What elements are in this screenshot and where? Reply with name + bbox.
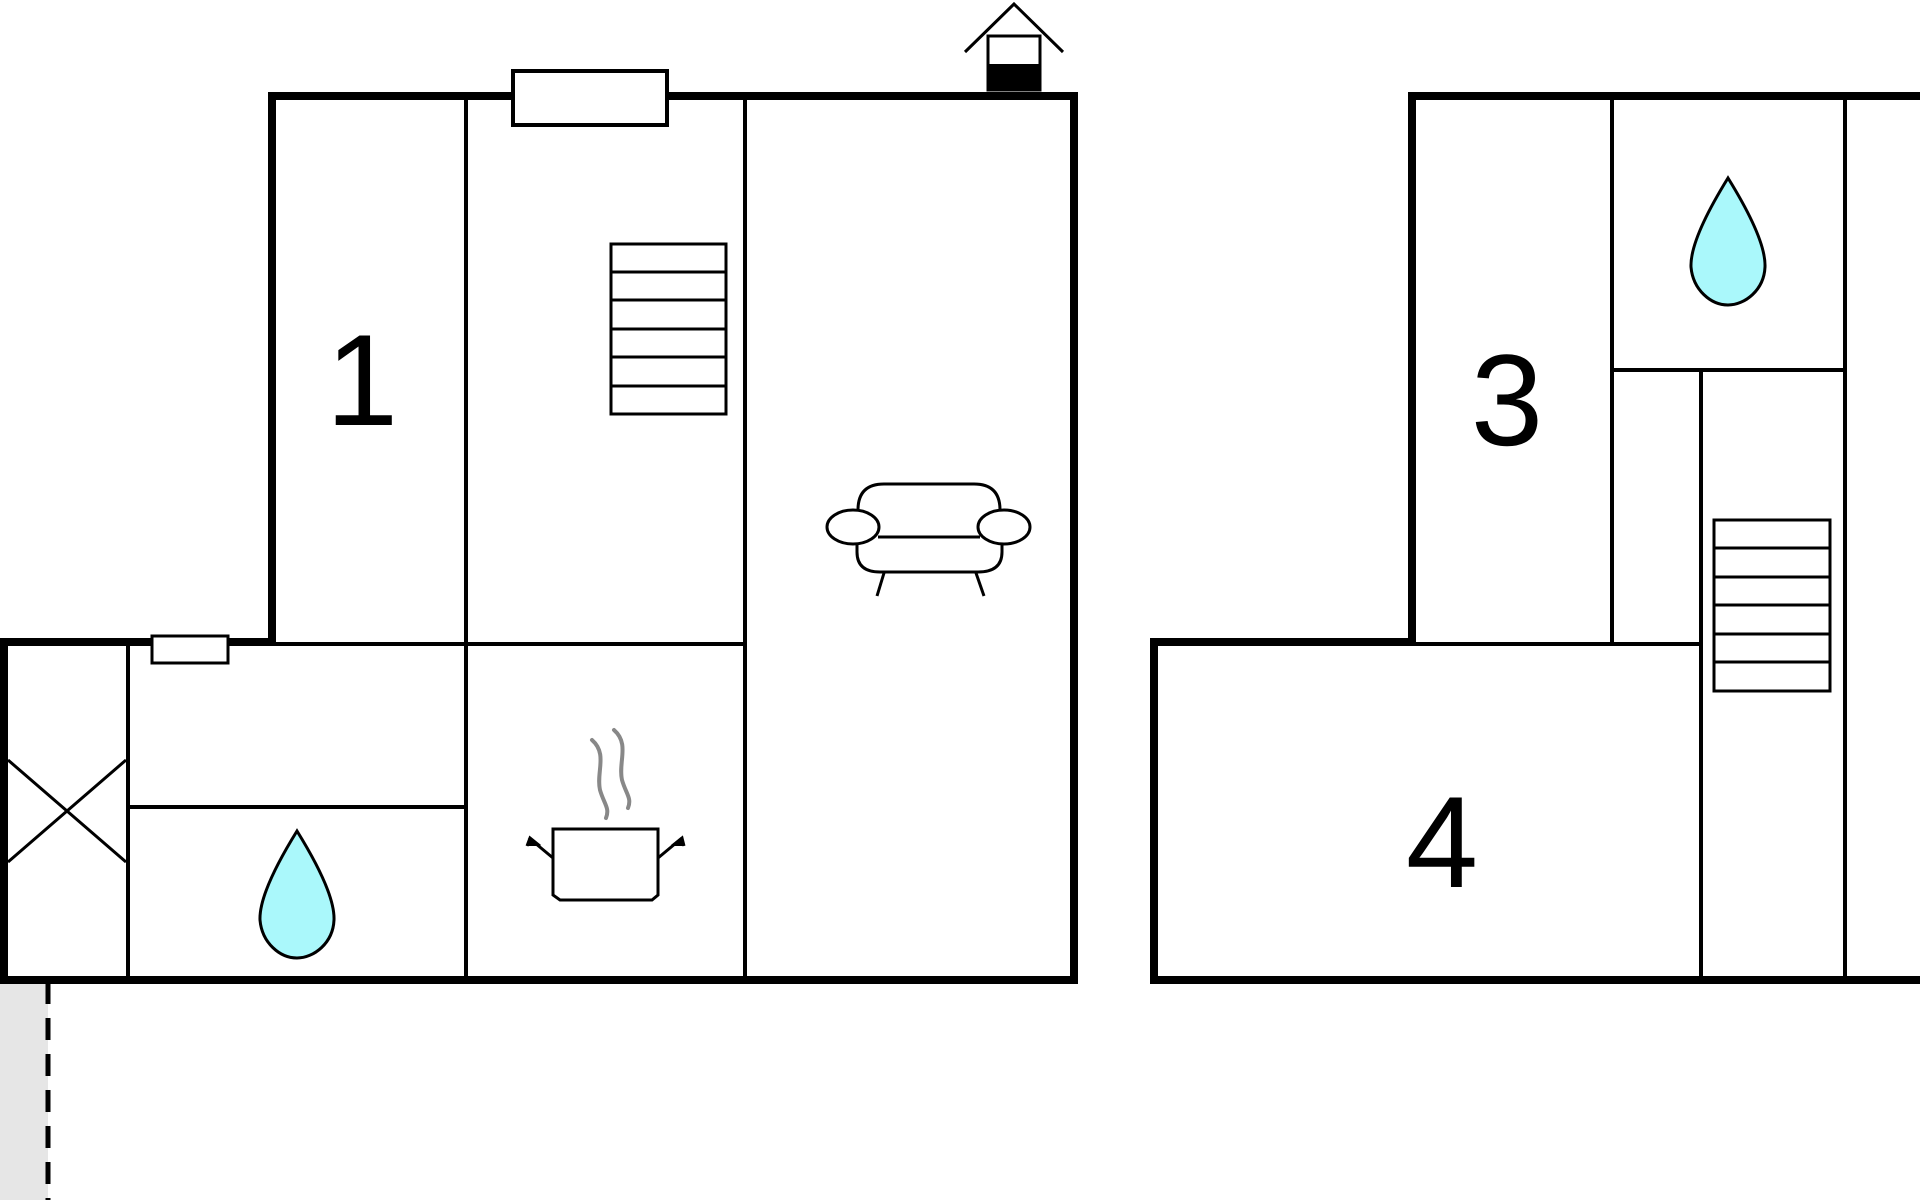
room-number-3: 3 [1471, 327, 1543, 473]
floor-right: 3 4 [1150, 92, 1920, 984]
outer-wall-left-floor [0, 92, 1078, 984]
water-drop-icon [1689, 175, 1767, 307]
outer-wall-right-floor [1150, 92, 1920, 984]
water-drop-icon [258, 828, 336, 960]
stairs-icon [1712, 518, 1832, 693]
terrace-area [0, 982, 48, 1200]
window-icon [150, 634, 230, 665]
room-number-1: 1 [326, 307, 398, 453]
shaft-cross [7, 758, 127, 864]
interior-walls-left [126, 98, 747, 978]
chimney-icon [963, 1, 1065, 92]
window-icon [511, 69, 669, 127]
stairs-icon [609, 242, 728, 416]
floor-left: 1 [0, 1, 1078, 1200]
room-number-4: 4 [1406, 769, 1478, 915]
interior-walls-right [1414, 98, 1847, 978]
cooking-pot-icon [525, 728, 686, 902]
sofa-icon [825, 482, 1032, 597]
